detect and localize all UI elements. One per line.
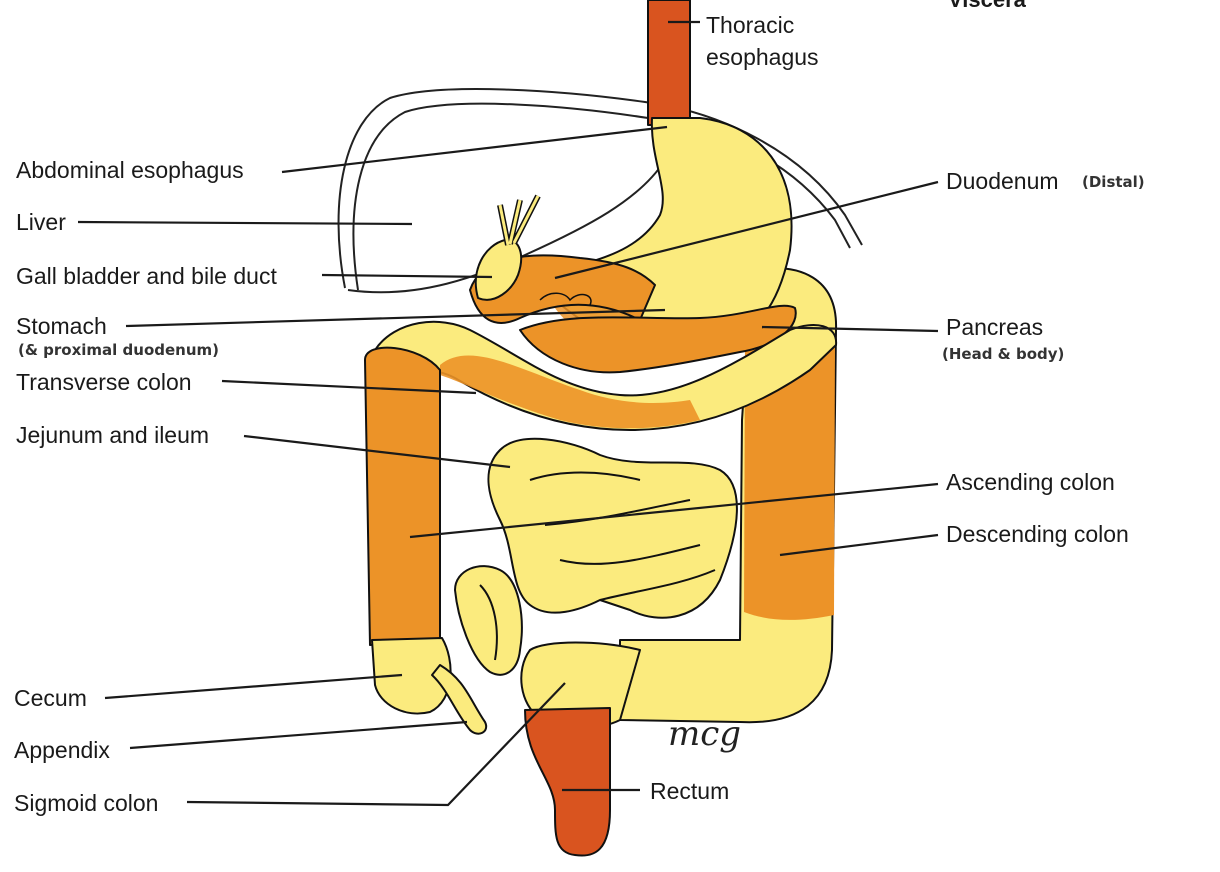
viscera-heading: Viscera xyxy=(948,0,1027,12)
leader-cecum xyxy=(105,675,402,698)
artist-signature: mcg xyxy=(668,714,741,754)
label-duodenum-note: (Distal) xyxy=(1082,173,1145,191)
label-liver: Liver xyxy=(16,209,66,235)
label-cecum: Cecum xyxy=(14,685,87,711)
label-pancreas-note: (Head & body) xyxy=(942,345,1064,363)
leader-liver xyxy=(78,222,412,224)
label-thoracic-esophagus-line1: Thoracic xyxy=(706,12,794,38)
thoracic-esophagus-shape xyxy=(648,0,690,125)
leader-sigmoid-colon xyxy=(187,683,565,805)
rectum-shape xyxy=(525,708,610,856)
label-stomach: Stomach xyxy=(16,313,107,339)
label-pancreas: Pancreas xyxy=(946,314,1043,340)
label-transverse-colon: Transverse colon xyxy=(16,369,192,395)
label-descending-colon: Descending colon xyxy=(946,521,1129,547)
label-gall-bladder: Gall bladder and bile duct xyxy=(16,263,277,289)
ascending-colon-shape xyxy=(365,348,440,645)
label-ascending-colon: Ascending colon xyxy=(946,469,1115,495)
label-stomach-note: (& proximal duodenum) xyxy=(18,341,219,359)
label-rectum: Rectum xyxy=(650,778,729,804)
leader-appendix xyxy=(130,722,467,748)
label-duodenum: Duodenum xyxy=(946,168,1059,194)
label-appendix: Appendix xyxy=(14,737,110,763)
leader-abdominal-esophagus xyxy=(282,127,667,172)
label-thoracic-esophagus-line2: esophagus xyxy=(706,44,819,70)
leader-gall-bladder xyxy=(322,275,492,277)
label-abdominal-esophagus: Abdominal esophagus xyxy=(16,157,244,183)
label-sigmoid-colon: Sigmoid colon xyxy=(14,790,158,816)
label-jejunum-ileum: Jejunum and ileum xyxy=(16,422,209,448)
